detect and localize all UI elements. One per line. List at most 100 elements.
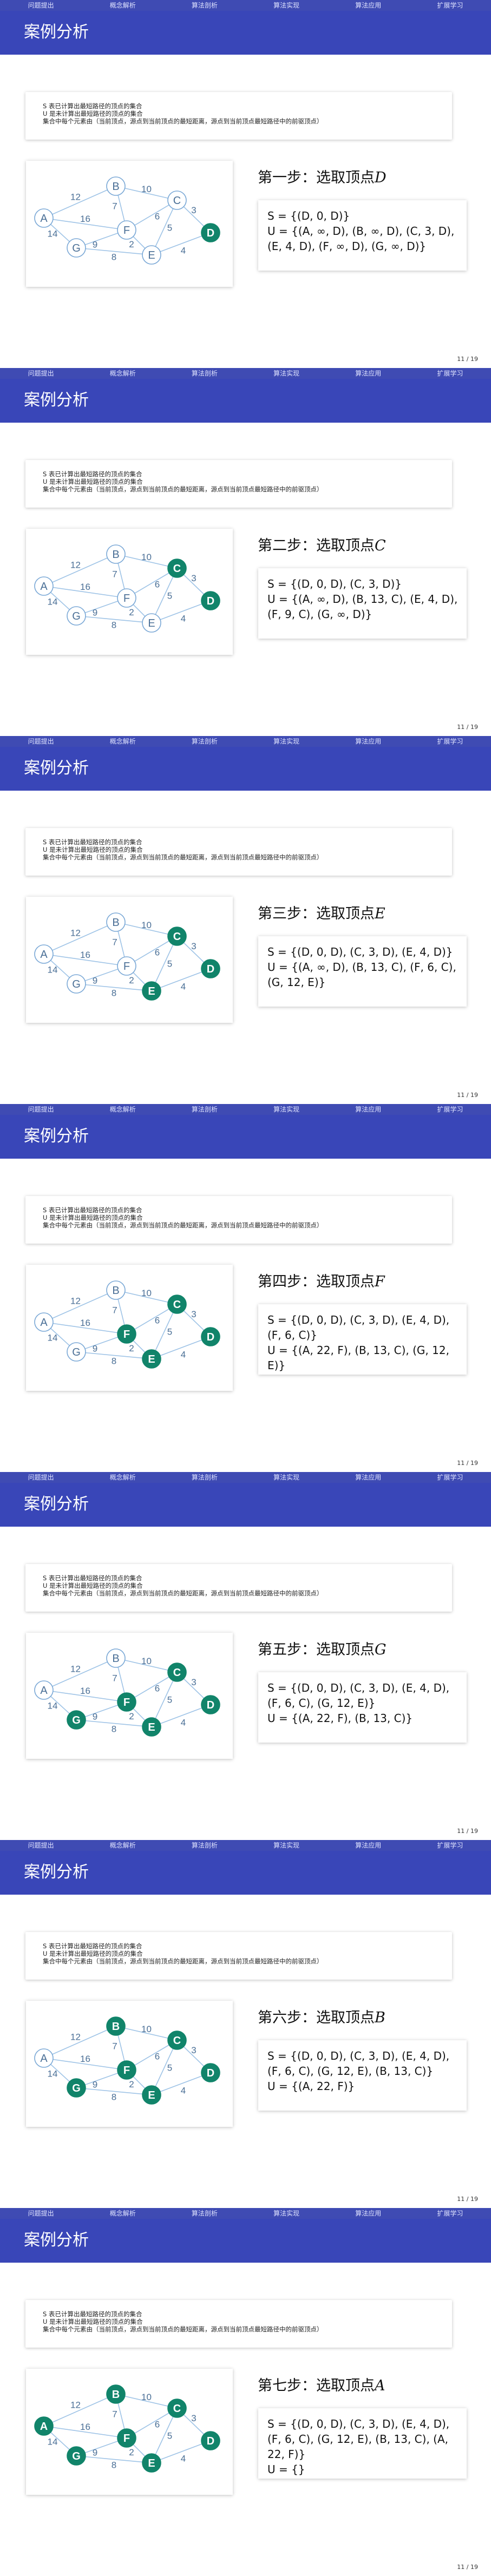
top-nav-bar: 问题提出 概念解析 算法剖析 算法实现 算法应用 扩展学习 [0, 1472, 491, 1483]
node-a-circle [34, 1680, 54, 1700]
definition-element: 集合中每个元素由（当前顶点，源点到当前顶点的最短距离，源点到当前顶点最短路径中的… [43, 1957, 323, 1965]
nav-item-concept[interactable]: 概念解析 [109, 1842, 136, 1849]
nav-item-application[interactable]: 算法应用 [355, 1474, 382, 1481]
nav-item-application[interactable]: 算法应用 [355, 2, 382, 9]
nav-item-extension[interactable]: 扩展学习 [437, 738, 463, 745]
nav-item-problem[interactable]: 问题提出 [28, 1474, 54, 1481]
nav-item-concept[interactable]: 概念解析 [109, 2, 136, 9]
edge-weight-label: 12 [70, 560, 81, 570]
edge-weight-label: 2 [129, 1711, 134, 1721]
nav-item-algorithm[interactable]: 算法剖析 [191, 370, 218, 377]
nav-item-algorithm[interactable]: 算法剖析 [191, 1842, 218, 1849]
edge-c-e [151, 2408, 178, 2463]
edge-d-e [151, 2072, 211, 2095]
node-g-circle [67, 606, 86, 626]
node-c-label: C [173, 2035, 181, 2047]
step-heading: 第七步：选取顶点A [258, 2377, 385, 2395]
step-label: 第六步：选取顶点 [258, 2009, 375, 2026]
nav-item-implementation[interactable]: 算法实现 [273, 2, 300, 9]
nav-item-application[interactable]: 算法应用 [355, 738, 382, 745]
nav-item-algorithm[interactable]: 算法剖析 [191, 2, 218, 9]
set-state-box: S = {(D, 0, D), (C, 3, D), (E, 4, D), (F… [258, 1672, 467, 1743]
edge-b-c [115, 1658, 178, 1673]
nav-item-application[interactable]: 算法应用 [355, 1842, 382, 1849]
nav-item-concept[interactable]: 概念解析 [109, 2210, 136, 2217]
nav-item-problem[interactable]: 问题提出 [28, 1842, 54, 1849]
top-nav-bar: 问题提出 概念解析 算法剖析 算法实现 算法应用 扩展学习 [0, 2208, 491, 2219]
nav-item-extension[interactable]: 扩展学习 [437, 2210, 463, 2217]
nav-item-extension[interactable]: 扩展学习 [437, 1842, 463, 1849]
node-a-label: A [40, 213, 48, 225]
page-number: 11 / 19 [457, 356, 478, 363]
nav-item-problem[interactable]: 问题提出 [28, 2, 54, 9]
edge-a-f [43, 954, 127, 967]
page-number: 11 / 19 [457, 1092, 478, 1099]
nav-item-problem[interactable]: 问题提出 [28, 1106, 54, 1113]
edge-weight-label: 8 [112, 252, 116, 262]
page-number: 11 / 19 [457, 724, 478, 731]
nav-item-implementation[interactable]: 算法实现 [273, 2210, 300, 2217]
nav-item-concept[interactable]: 概念解析 [109, 1106, 136, 1113]
nav-item-concept[interactable]: 概念解析 [109, 370, 136, 377]
nav-item-algorithm[interactable]: 算法剖析 [191, 1474, 218, 1481]
edge-weight-label: 5 [167, 2431, 172, 2441]
title-bar: 案例分析 [0, 11, 491, 55]
edge-d-e [151, 2440, 211, 2463]
nav-item-implementation[interactable]: 算法实现 [273, 738, 300, 745]
nav-item-algorithm[interactable]: 算法剖析 [191, 1106, 218, 1113]
set-state-box: S = {(D, 0, D), (C, 3, D), (E, 4, D)} U … [258, 936, 467, 1007]
node-a-label: A [40, 1685, 48, 1697]
edge-weight-label: 12 [70, 928, 81, 938]
node-g-circle [67, 2446, 86, 2466]
node-g-circle [67, 1342, 86, 1362]
edge-a-b [43, 922, 116, 955]
edge-a-b [43, 554, 116, 587]
nav-item-implementation[interactable]: 算法实现 [273, 1474, 300, 1481]
node-f-label: F [123, 2065, 130, 2076]
nav-item-application[interactable]: 算法应用 [355, 1106, 382, 1113]
edge-c-f [126, 2040, 178, 2071]
step-heading: 第四步：选取顶点F [258, 1273, 385, 1291]
nav-item-implementation[interactable]: 算法实现 [273, 1842, 300, 1849]
slide-title: 案例分析 [24, 23, 89, 42]
definition-element: 集合中每个元素由（当前顶点，源点到当前顶点的最短距离，源点到当前顶点最短路径中的… [43, 485, 323, 493]
edge-d-e [151, 600, 211, 623]
slide-title: 案例分析 [24, 759, 89, 778]
definition-u: U 是未计算出最短路径的顶点的集合 [43, 1950, 143, 1957]
nav-item-extension[interactable]: 扩展学习 [437, 1106, 463, 1113]
definition-s: S 表已计算出最短路径的顶点的集合 [43, 838, 142, 846]
node-d-label: D [207, 227, 214, 239]
page-number: 11 / 19 [457, 2564, 478, 2571]
nav-item-application[interactable]: 算法应用 [355, 2210, 382, 2217]
slide-title: 案例分析 [24, 391, 89, 410]
node-b-label: B [112, 1653, 119, 1665]
nav-item-problem[interactable]: 问题提出 [28, 2210, 54, 2217]
nav-item-algorithm[interactable]: 算法剖析 [191, 2210, 218, 2217]
nav-item-concept[interactable]: 概念解析 [109, 1474, 136, 1481]
edge-b-c [115, 2026, 178, 2041]
nav-item-implementation[interactable]: 算法实现 [273, 1106, 300, 1113]
nav-item-extension[interactable]: 扩展学习 [437, 2, 463, 9]
nav-item-problem[interactable]: 问题提出 [28, 370, 54, 377]
nav-item-extension[interactable]: 扩展学习 [437, 370, 463, 377]
nav-item-application[interactable]: 算法应用 [355, 370, 382, 377]
nav-item-concept[interactable]: 概念解析 [109, 738, 136, 745]
edge-g-e [76, 615, 152, 623]
node-a-label: A [40, 949, 48, 961]
nav-item-implementation[interactable]: 算法实现 [273, 370, 300, 377]
nav-item-algorithm[interactable]: 算法剖析 [191, 738, 218, 745]
definition-u: U 是未计算出最短路径的顶点的集合 [43, 1214, 143, 1221]
node-a-label: A [40, 2421, 48, 2433]
edge-weight-label: 2 [129, 2079, 134, 2089]
edge-weight-label: 14 [48, 1701, 58, 1711]
nav-item-extension[interactable]: 扩展学习 [437, 1474, 463, 1481]
top-nav-bar: 问题提出 概念解析 算法剖析 算法实现 算法应用 扩展学习 [0, 1840, 491, 1851]
node-d-label: D [207, 595, 214, 607]
edge-g-e [76, 2455, 152, 2463]
edge-weight-label: 7 [112, 1305, 117, 1316]
nav-item-problem[interactable]: 问题提出 [28, 738, 54, 745]
edge-weight-label: 9 [93, 2080, 97, 2090]
